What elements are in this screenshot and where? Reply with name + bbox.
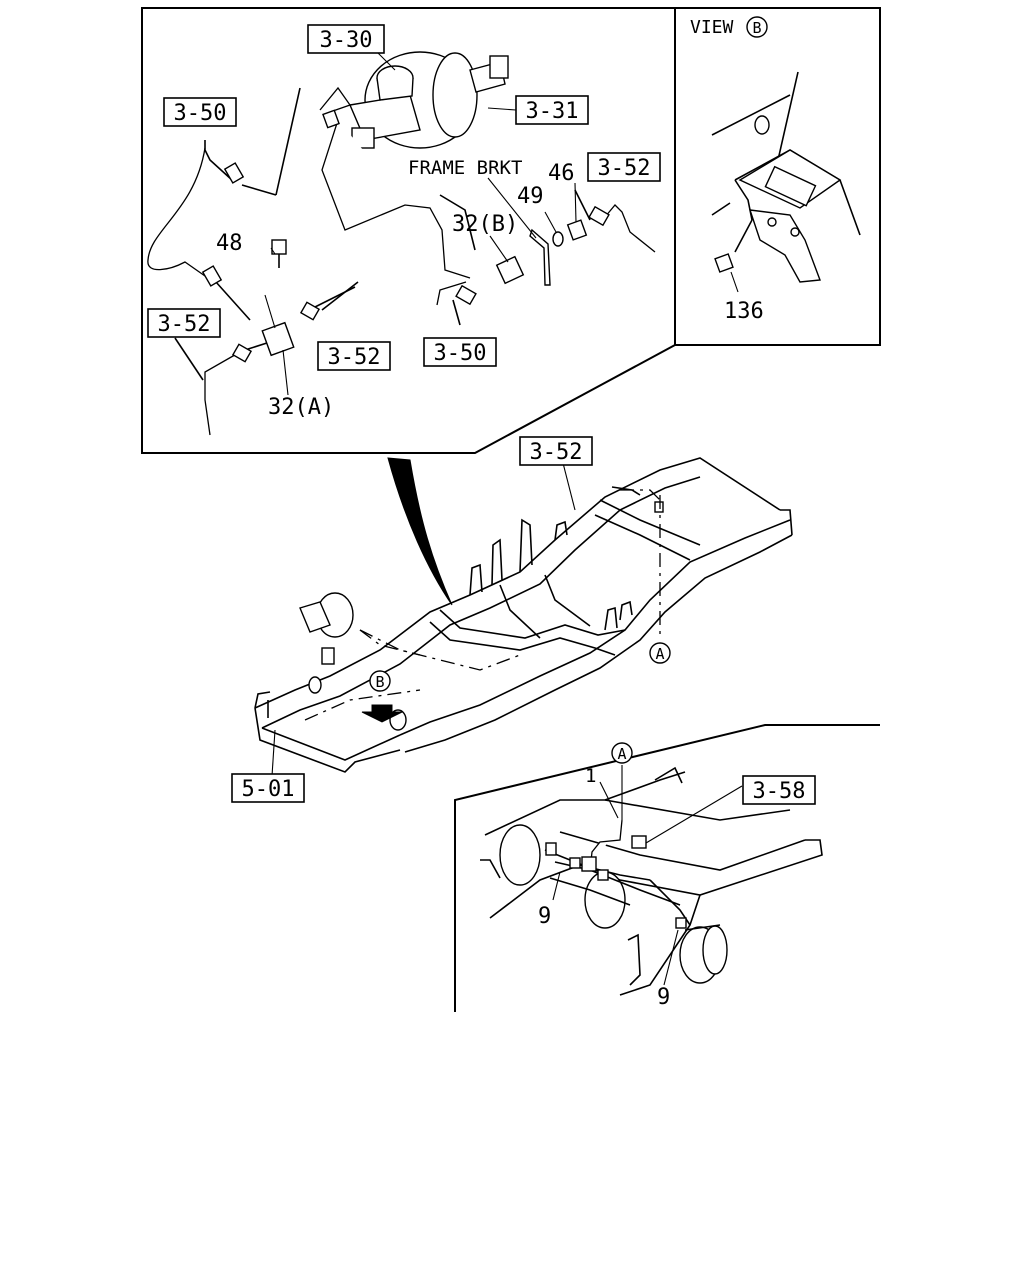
marker-a-inset-circle (611, 742, 633, 764)
leader-lines (264, 52, 577, 396)
ref-3-50-bottom-text: 3-50 (434, 341, 487, 366)
view-b-title: VIEW (690, 17, 734, 38)
ref-3-52-right: 3-52 (587, 152, 661, 182)
leader-1 (599, 781, 619, 819)
ref-3-50-bottom: 3-50 (423, 337, 497, 367)
leader-9b (663, 929, 679, 986)
callout-46: 46 (548, 161, 575, 186)
marker-a-inset: A (617, 745, 626, 763)
ref-5-01: 5-01 (231, 773, 305, 803)
ref-3-52-left: 3-52 (147, 308, 221, 338)
ref-5-01-text: 5-01 (242, 777, 295, 802)
chassis-frame (254, 457, 793, 773)
ref-3-31: 3-31 (515, 95, 589, 125)
marker-b-main-circle (369, 670, 391, 692)
callout-136: 136 (724, 299, 764, 324)
rear-inset-border (454, 724, 880, 1012)
leader-9a (552, 871, 561, 901)
leader-3-58 (645, 785, 743, 844)
callout-32b: 32(B) (452, 212, 518, 237)
ref-3-52-mid: 3-52 (317, 341, 391, 371)
ref-3-30: 3-30 (307, 24, 385, 54)
ref-3-52-right-text: 3-52 (598, 156, 651, 181)
view-b-bracket (711, 71, 861, 293)
leader-5-01 (271, 729, 276, 777)
brake-booster-assembly (349, 51, 509, 149)
view-b-marker-circle (746, 16, 768, 38)
callout-9-right: 9 (657, 985, 670, 1010)
callout-9-left: 9 (538, 904, 551, 929)
ref-3-31-text: 3-31 (526, 99, 579, 124)
chassis-brake-lines (304, 486, 661, 721)
front-arrow-icon (361, 704, 403, 723)
pointer-arrow (387, 457, 453, 606)
marker-a-main: A (655, 645, 664, 663)
ref-3-52-left-text: 3-52 (158, 312, 211, 337)
ref-3-52-main: 3-52 (519, 436, 593, 466)
callout-1: 1 (585, 765, 596, 787)
callout-48: 48 (216, 231, 243, 256)
ref-3-58: 3-58 (742, 775, 816, 805)
marker-a-main-circle (649, 642, 671, 664)
ref-3-50-top-text: 3-50 (174, 101, 227, 126)
ref-3-52-mid-text: 3-52 (328, 345, 381, 370)
view-b-marker: B (752, 19, 761, 37)
ref-3-52-main-text: 3-52 (530, 440, 583, 465)
frame-brkt-label: FRAME BRKT (408, 157, 522, 179)
callout-49: 49 (517, 184, 544, 209)
fittings (201, 109, 610, 363)
ref-3-58-text: 3-58 (753, 779, 806, 804)
ref-3-30-text: 3-30 (320, 28, 373, 53)
ref-3-50-top: 3-50 (163, 97, 237, 127)
brake-pipes-detail (147, 86, 656, 436)
callout-32a: 32(A) (268, 395, 334, 420)
rear-axle-assembly (480, 765, 823, 996)
marker-b-main: B (375, 673, 384, 691)
leader-3-52-main (562, 462, 576, 511)
